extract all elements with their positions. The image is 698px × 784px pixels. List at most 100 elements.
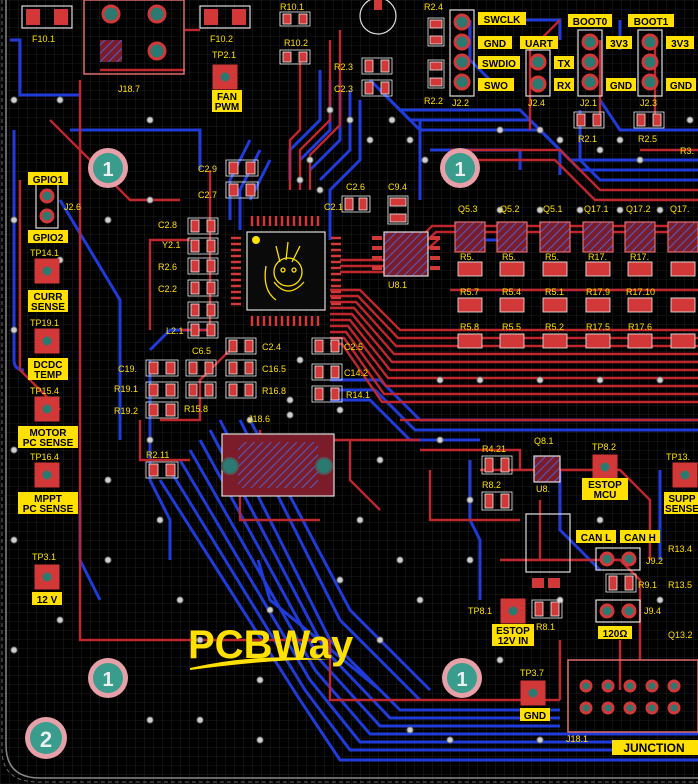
ref-u8-1: U8.1 (388, 280, 407, 290)
ref-r13-4: R13.4 (668, 544, 692, 554)
ref-c6-5: C6.5 (192, 346, 211, 356)
mount-hole-5: 2 (25, 717, 67, 759)
label-estop-mcu-2: MCU (594, 490, 617, 501)
ref-r5-2: R5.2 (545, 322, 564, 332)
ref-j18-1: J18.1 (566, 734, 588, 744)
header-j2-6 (35, 183, 59, 229)
ref-tp19-1: TP19.1 (30, 318, 59, 328)
connector-j18-1 (567, 659, 698, 733)
ref-tp3-1: TP3.1 (32, 552, 56, 562)
ref-tp13: TP13. (666, 452, 690, 462)
ref-r8-2: R8.2 (482, 480, 501, 490)
ref-r2-4: R2.4 (424, 2, 443, 12)
ref-r2-2: R2.2 (424, 96, 443, 106)
connector-j18-6 (221, 433, 335, 497)
ref-j2-6: J2.6 (64, 202, 81, 212)
ref-tp16-4: TP16.4 (30, 452, 59, 462)
ref-r17-9: R17.9 (586, 287, 610, 297)
header-j9-2 (595, 547, 641, 571)
label-gnd-boot0: GND (610, 81, 632, 92)
label-dcdc-temp: TEMP (34, 370, 62, 381)
label-3v3-a: 3V3 (610, 39, 628, 50)
label-motor-pc-sense: PC SENSE (23, 438, 74, 449)
ref-r5-7: R5.7 (460, 287, 479, 297)
mount-hole-4: 1 (442, 658, 482, 698)
board-outline (5, 0, 698, 779)
header-j2-2 (449, 9, 475, 97)
ref-r8-1: R8.1 (536, 622, 555, 632)
ref-l2-1: L2.1 (166, 326, 184, 336)
ref-r5-5: R5.5 (502, 322, 521, 332)
ref-q5-3: Q5.3 (458, 204, 478, 214)
ref-tp8-2: TP8.2 (592, 442, 616, 452)
label-tx: TX (558, 59, 571, 70)
label-supp: SUPP (668, 494, 696, 505)
ref-c2-6: C2.6 (346, 182, 365, 192)
smd-passives (145, 11, 665, 619)
label-pwm: PWM (215, 102, 239, 113)
mount-hole-4-label: 1 (456, 669, 467, 691)
mount-hole-3-label: 1 (102, 669, 113, 691)
label-supp-sense: SENSE (665, 504, 698, 515)
ref-q17-3: Q17. (670, 204, 690, 214)
ref-r2-1: R2.1 (578, 134, 597, 144)
ref-q17-1: Q17.1 (584, 204, 609, 214)
label-12v: 12 V (37, 595, 58, 606)
ref-r17-b: R17. (630, 252, 649, 262)
ref-r15-8: R15.8 (184, 404, 208, 414)
ref-tp15-4: TP15.4 (30, 386, 59, 396)
pcbway-logo: PCBWay (188, 623, 354, 670)
mount-hole-1-label: 1 (102, 159, 113, 181)
label-motor: MOTOR (29, 428, 67, 439)
bottom-copper-traces (10, 18, 698, 762)
ref-c19: C19. (118, 364, 137, 374)
label-boot0: BOOT0 (573, 17, 608, 28)
ref-c2-8: C2.8 (158, 220, 177, 230)
ic-u8-1 (372, 231, 440, 277)
mount-hole-3: 1 (88, 658, 128, 698)
ref-r10-2: R10.2 (284, 38, 308, 48)
label-gnd-tp: GND (524, 711, 546, 722)
ref-q5-2: Q5.2 (500, 204, 520, 214)
ref-r5-8: R5.8 (460, 322, 479, 332)
ref-j2-3: J2.3 (640, 98, 657, 108)
header-j2-1 (577, 29, 603, 97)
mcu-footprint (231, 216, 341, 326)
test-points (34, 64, 698, 706)
ref-c14-2: C14.2 (344, 368, 368, 378)
label-estop-12v-in: 12V IN (498, 636, 529, 647)
transistor-q8-1 (525, 455, 571, 588)
label-uart: UART (525, 39, 553, 50)
ref-j18-7: J18.7 (118, 84, 140, 94)
ref-q13-2: Q13.2 (668, 630, 693, 640)
label-swdio: SWDIO (482, 59, 516, 70)
label-dcdc: DCDC (34, 360, 63, 371)
ref-c2-2: C2.2 (158, 284, 177, 294)
ref-c9-4: C9.4 (388, 182, 407, 192)
ref-c2-7: C2.7 (198, 190, 217, 200)
label-rx: RX (557, 81, 571, 92)
label-gnd-swd: GND (484, 39, 506, 50)
ref-q17-2: Q17.2 (626, 204, 651, 214)
ref-j2-4: J2.4 (528, 98, 545, 108)
ref-r17-a: R17. (588, 252, 607, 262)
ref-tp8-1: TP8.1 (468, 606, 492, 616)
header-j2-4 (525, 49, 551, 97)
ref-c2-5: C2.5 (344, 342, 363, 352)
label-mppt: MPPT (34, 494, 62, 505)
ref-j18-6: J18.6 (248, 414, 270, 424)
label-swclk: SWCLK (484, 15, 521, 26)
mount-hole-1: 1 (88, 148, 128, 188)
label-3v3-b: 3V3 (671, 39, 689, 50)
ref-u8: U8. (536, 484, 550, 494)
ref-j2-1: J2.1 (580, 98, 597, 108)
ref-q5-1: Q5.1 (543, 204, 563, 214)
label-mppt-pc-sense: PC SENSE (23, 504, 74, 515)
ref-r2-3: R2.3 (334, 62, 353, 72)
label-gpio2: GPIO2 (33, 233, 64, 244)
ref-r10-1: R10.1 (280, 2, 304, 12)
header-j9-4 (595, 599, 641, 623)
ref-r16-8: R16.8 (262, 386, 286, 396)
